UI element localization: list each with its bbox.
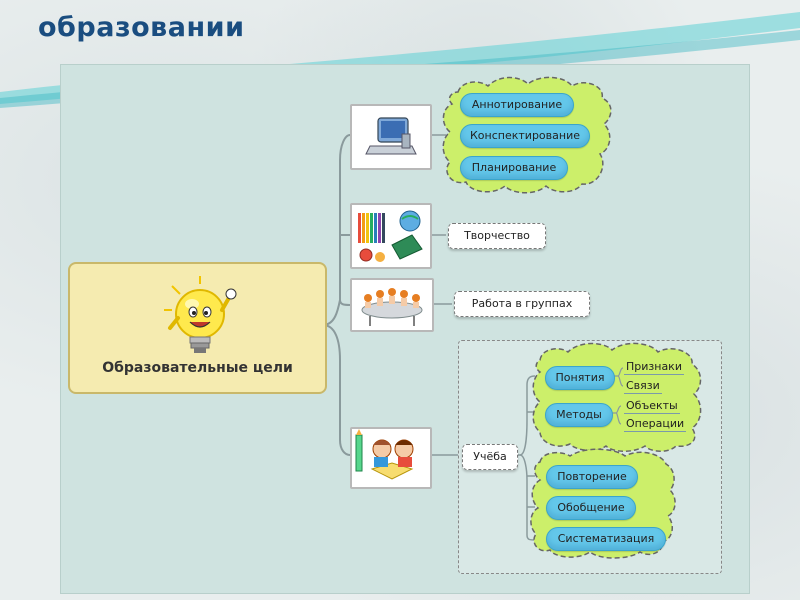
pill-systematization[interactable]: Систематизация <box>546 527 666 551</box>
study-node[interactable]: Учёба <box>462 444 518 470</box>
leaf-links[interactable]: Связи <box>624 379 662 393</box>
leaf-features[interactable]: Признаки <box>624 360 684 374</box>
leaf-operations[interactable]: Операции <box>624 417 686 431</box>
pill-concepts[interactable]: Понятия <box>545 366 615 390</box>
leaf-objects[interactable]: Объекты <box>624 399 680 413</box>
pill-methods[interactable]: Методы <box>545 403 613 427</box>
pill-generalization[interactable]: Обобщение <box>546 496 636 520</box>
pill-review[interactable]: Повторение <box>546 465 638 489</box>
